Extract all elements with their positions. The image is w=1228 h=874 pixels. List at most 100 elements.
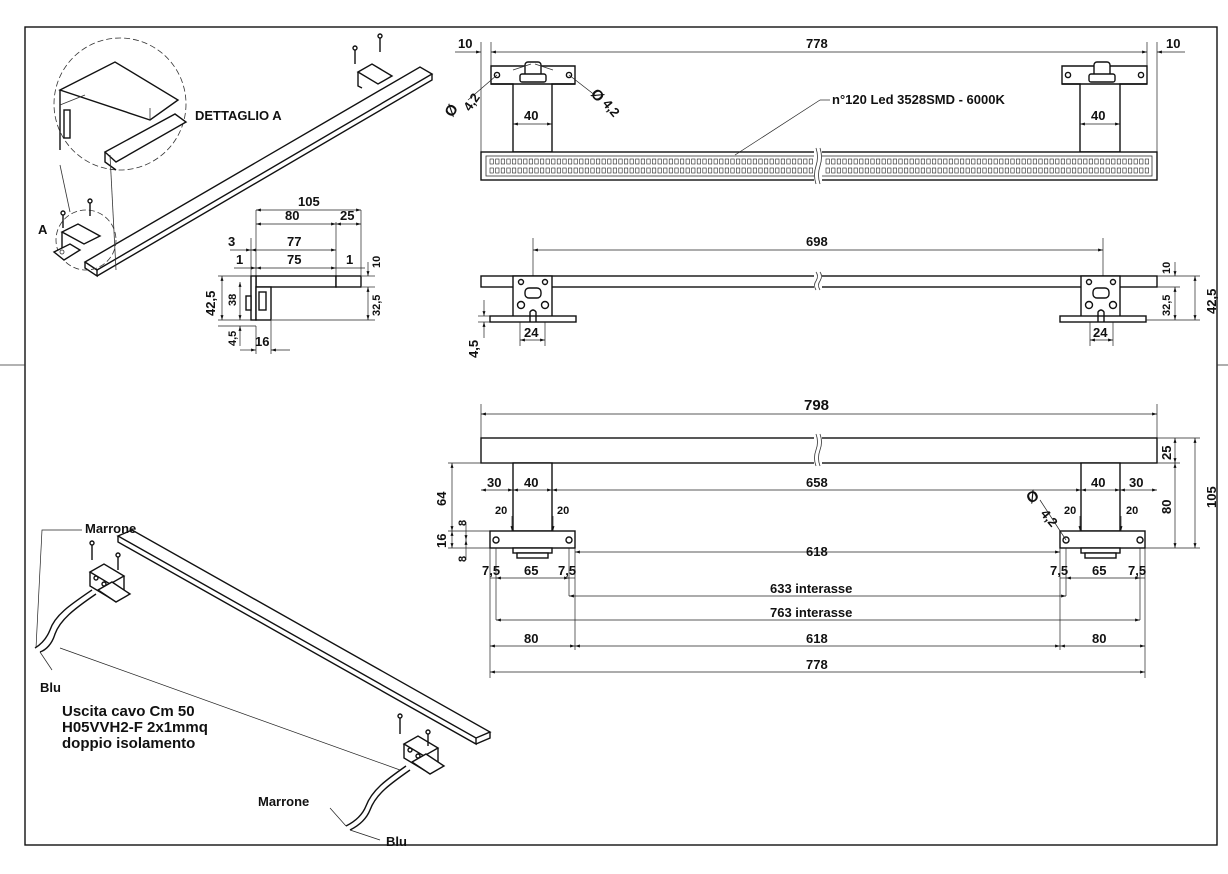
dim-65-right: 65	[1092, 563, 1106, 578]
led-chip	[708, 167, 713, 174]
led-chip	[646, 158, 651, 165]
led-chip	[512, 167, 517, 174]
led-chip	[909, 167, 914, 174]
dim-25-bottom: 25	[1159, 446, 1174, 460]
led-chip	[719, 167, 724, 174]
detail-marker: A	[38, 222, 48, 237]
led-chip	[780, 167, 785, 174]
led-chip	[803, 167, 808, 174]
led-chip	[943, 167, 948, 174]
dim-8-b: 8	[457, 556, 469, 562]
led-chip	[702, 167, 707, 174]
led-chip	[556, 158, 561, 165]
dim-10-left: 10	[458, 36, 472, 51]
led-chip	[965, 158, 970, 165]
led-chip	[1128, 158, 1133, 165]
led-chip	[657, 158, 662, 165]
dim-hole-4-2-left: 4,2	[460, 90, 483, 113]
led-chip	[920, 158, 925, 165]
led-chip	[489, 167, 494, 174]
dim-80-vertical: 80	[1159, 500, 1174, 514]
led-chip	[831, 167, 836, 174]
led-chip	[1027, 158, 1032, 165]
led-chip	[971, 167, 976, 174]
led-chip	[500, 167, 505, 174]
led-chip	[758, 167, 763, 174]
led-chip	[534, 158, 539, 165]
led-chip	[1004, 158, 1009, 165]
led-chip	[618, 158, 623, 165]
led-chip	[674, 158, 679, 165]
dim-40-bottom-right: 40	[1091, 475, 1105, 490]
led-chip	[1021, 158, 1026, 165]
led-chip	[965, 167, 970, 174]
led-chip	[612, 167, 617, 174]
dim-80: 80	[285, 208, 299, 223]
led-chip	[568, 167, 573, 174]
led-chip	[864, 158, 869, 165]
dim-698: 698	[806, 234, 828, 249]
led-chip	[663, 167, 668, 174]
dim-25: 25	[340, 208, 354, 223]
wire-brown-label-2: Marrone	[258, 794, 309, 809]
led-chip	[506, 167, 511, 174]
led-chip	[1021, 167, 1026, 174]
led-chip	[1111, 167, 1116, 174]
led-chip	[752, 167, 757, 174]
led-chip	[1105, 158, 1110, 165]
led-chip	[842, 158, 847, 165]
led-chip	[1088, 167, 1093, 174]
dim-763-interasse: 763 interasse	[770, 605, 852, 620]
led-chip	[1038, 167, 1043, 174]
led-chip	[1060, 158, 1065, 165]
led-chip	[797, 167, 802, 174]
led-chip	[792, 167, 797, 174]
dim-32-5-side: 32,5	[371, 295, 383, 316]
led-chip	[713, 167, 718, 174]
led-chip	[657, 167, 662, 174]
led-chip	[1100, 167, 1105, 174]
led-chip	[1044, 158, 1049, 165]
led-chip	[506, 158, 511, 165]
led-chip	[640, 167, 645, 174]
dim-24-left: 24	[524, 325, 539, 340]
led-chip	[545, 158, 550, 165]
led-chip	[769, 158, 774, 165]
led-chip	[1004, 167, 1009, 174]
led-chip	[853, 167, 858, 174]
led-chip	[752, 158, 757, 165]
led-chip	[904, 158, 909, 165]
led-chip	[1027, 167, 1032, 174]
top-view: 10 778 10 40 40 Ø 4,2 Ø 4,2	[441, 36, 1185, 185]
led-chip	[982, 158, 987, 165]
led-chip	[1088, 158, 1093, 165]
led-chip	[775, 158, 780, 165]
led-chip	[1049, 158, 1054, 165]
led-chip	[489, 158, 494, 165]
led-chip	[517, 158, 522, 165]
led-chip	[909, 158, 914, 165]
led-chip	[1144, 167, 1149, 174]
led-chip	[528, 158, 533, 165]
led-chip	[769, 167, 774, 174]
led-chip	[573, 158, 578, 165]
led-chip	[612, 158, 617, 165]
led-chip	[674, 167, 679, 174]
dim-16: 16	[255, 334, 269, 349]
wire-blue-label-1: Blu	[40, 680, 61, 695]
led-chip	[993, 167, 998, 174]
led-chip	[1044, 167, 1049, 174]
led-chip	[540, 167, 545, 174]
led-chip	[573, 167, 578, 174]
led-chip	[1066, 167, 1071, 174]
dim-75: 75	[287, 252, 301, 267]
led-chip	[668, 158, 673, 165]
led-chip	[624, 158, 629, 165]
led-chip	[702, 158, 707, 165]
led-chip	[551, 167, 556, 174]
dim-40-top-right: 40	[1091, 108, 1105, 123]
led-chip	[842, 167, 847, 174]
led-chip	[1060, 167, 1065, 174]
